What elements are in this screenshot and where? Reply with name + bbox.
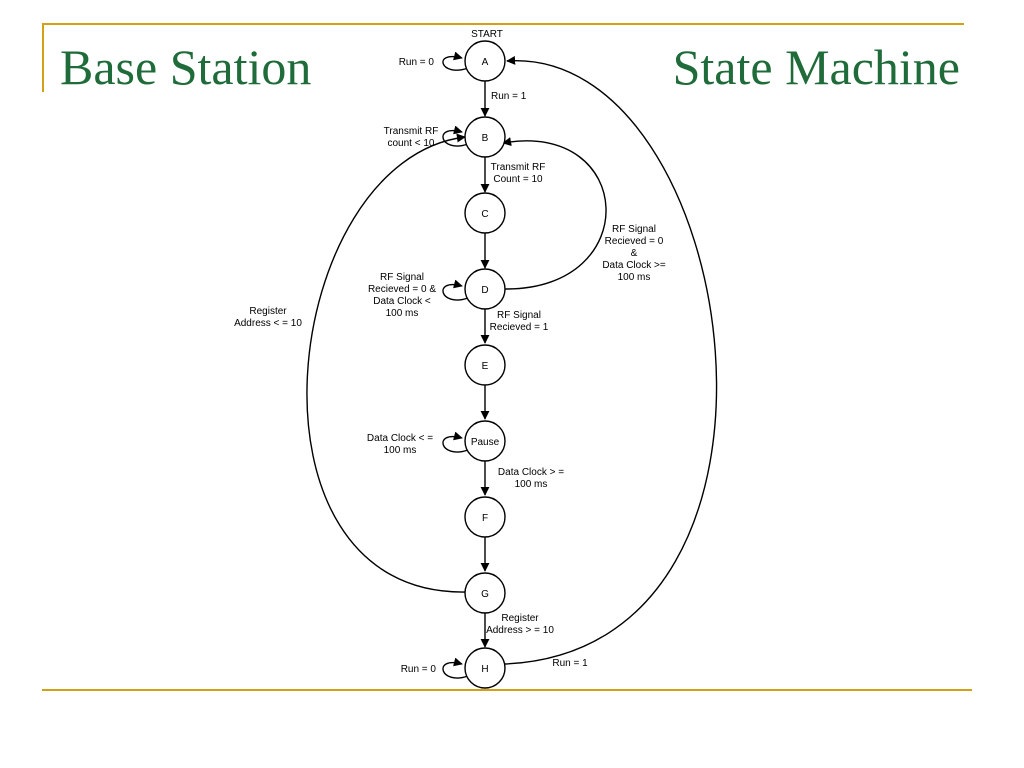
start-label: START xyxy=(471,29,503,40)
label-h-self-line: Run = 0 xyxy=(401,664,437,675)
state-d: D xyxy=(464,268,506,310)
label-d-self-line: 100 ms xyxy=(386,308,419,319)
label-pause-to-f-line: Data Clock > = xyxy=(498,467,564,478)
label-d-to-b-line: RF Signal xyxy=(612,224,656,235)
state-d-label: D xyxy=(481,285,488,296)
edge-d-to-b xyxy=(502,137,607,290)
label-d-to-b-line: Data Clock >= xyxy=(602,260,666,271)
label-b-to-c-line: Count = 10 xyxy=(493,174,543,185)
label-d-self-line: RF Signal xyxy=(380,272,424,283)
label-a-to-b: Run = 1 xyxy=(491,91,527,102)
label-d-to-b-line: & xyxy=(631,248,638,259)
state-g-label: G xyxy=(481,589,489,600)
state-b-label: B xyxy=(482,133,489,144)
label-d-to-b-line: Recieved = 0 xyxy=(605,236,664,247)
state-d-circle xyxy=(464,268,506,310)
state-g-circle xyxy=(464,572,506,614)
label-pause-self: Data Clock < =100 ms xyxy=(367,433,433,456)
label-pause-self-line: 100 ms xyxy=(384,445,417,456)
state-a: A xyxy=(464,40,506,82)
state-b-circle xyxy=(464,116,506,158)
state-e-label: E xyxy=(482,361,489,372)
edge-h-self-loop xyxy=(442,657,469,679)
edge-d-self-loop xyxy=(442,279,469,301)
label-pause-to-f: Data Clock > =100 ms xyxy=(498,467,564,490)
edge-a-self-loop xyxy=(442,51,469,71)
edge-h-to-a xyxy=(504,55,718,665)
state-f-circle xyxy=(464,496,506,538)
label-b-self-line: Transmit RF xyxy=(384,126,439,137)
edge-pause-self-loop xyxy=(442,431,469,453)
label-pause-to-f-line: 100 ms xyxy=(515,479,548,490)
state-a-label: A xyxy=(482,57,489,68)
state-h-label: H xyxy=(481,664,488,675)
state-pause-label: Pause xyxy=(471,437,500,448)
label-d-self-line: Recieved = 0 & xyxy=(368,284,436,295)
title-state-machine: State Machine xyxy=(672,39,960,95)
label-a-self-line: Run = 0 xyxy=(399,57,435,68)
label-g-to-b-line: Register xyxy=(249,306,287,317)
state-pause: Pause xyxy=(464,420,506,462)
edge-g-to-b xyxy=(306,133,466,593)
label-h-to-a-line: Run = 1 xyxy=(552,658,588,669)
label-a-to-b-line: Run = 1 xyxy=(491,91,527,102)
state-b: B xyxy=(464,116,506,158)
state-f: F xyxy=(464,496,506,538)
state-h: H xyxy=(464,647,506,689)
label-b-to-c-line: Transmit RF xyxy=(491,162,546,173)
label-g-to-b-line: Address < = 10 xyxy=(234,318,302,329)
label-g-to-h-line: Address > = 10 xyxy=(486,625,554,636)
label-g-to-h-line: Register xyxy=(501,613,539,624)
title-base-station: Base Station xyxy=(60,39,312,95)
label-d-to-e-line: Recieved = 1 xyxy=(490,322,549,333)
state-a-circle xyxy=(464,40,506,82)
state-c-circle xyxy=(464,192,506,234)
label-pause-self-line: Data Clock < = xyxy=(367,433,433,444)
label-d-self-line: Data Clock < xyxy=(373,296,431,307)
label-h-to-a: Run = 1 xyxy=(552,658,588,669)
label-d-to-b-line: 100 ms xyxy=(618,272,651,283)
state-e-circle xyxy=(464,344,506,386)
label-b-self-line: count < 10 xyxy=(388,138,435,149)
label-h-self: Run = 0 xyxy=(401,664,437,675)
label-d-to-e-line: RF Signal xyxy=(497,310,541,321)
state-g: G xyxy=(464,572,506,614)
state-e: E xyxy=(464,344,506,386)
state-c: C xyxy=(464,192,506,234)
state-c-label: C xyxy=(481,209,488,220)
label-a-self: Run = 0 xyxy=(399,57,435,68)
state-f-label: F xyxy=(482,513,488,524)
state-h-circle xyxy=(464,647,506,689)
edge-b-self-loop xyxy=(442,125,469,147)
state-pause-circle xyxy=(464,420,506,462)
